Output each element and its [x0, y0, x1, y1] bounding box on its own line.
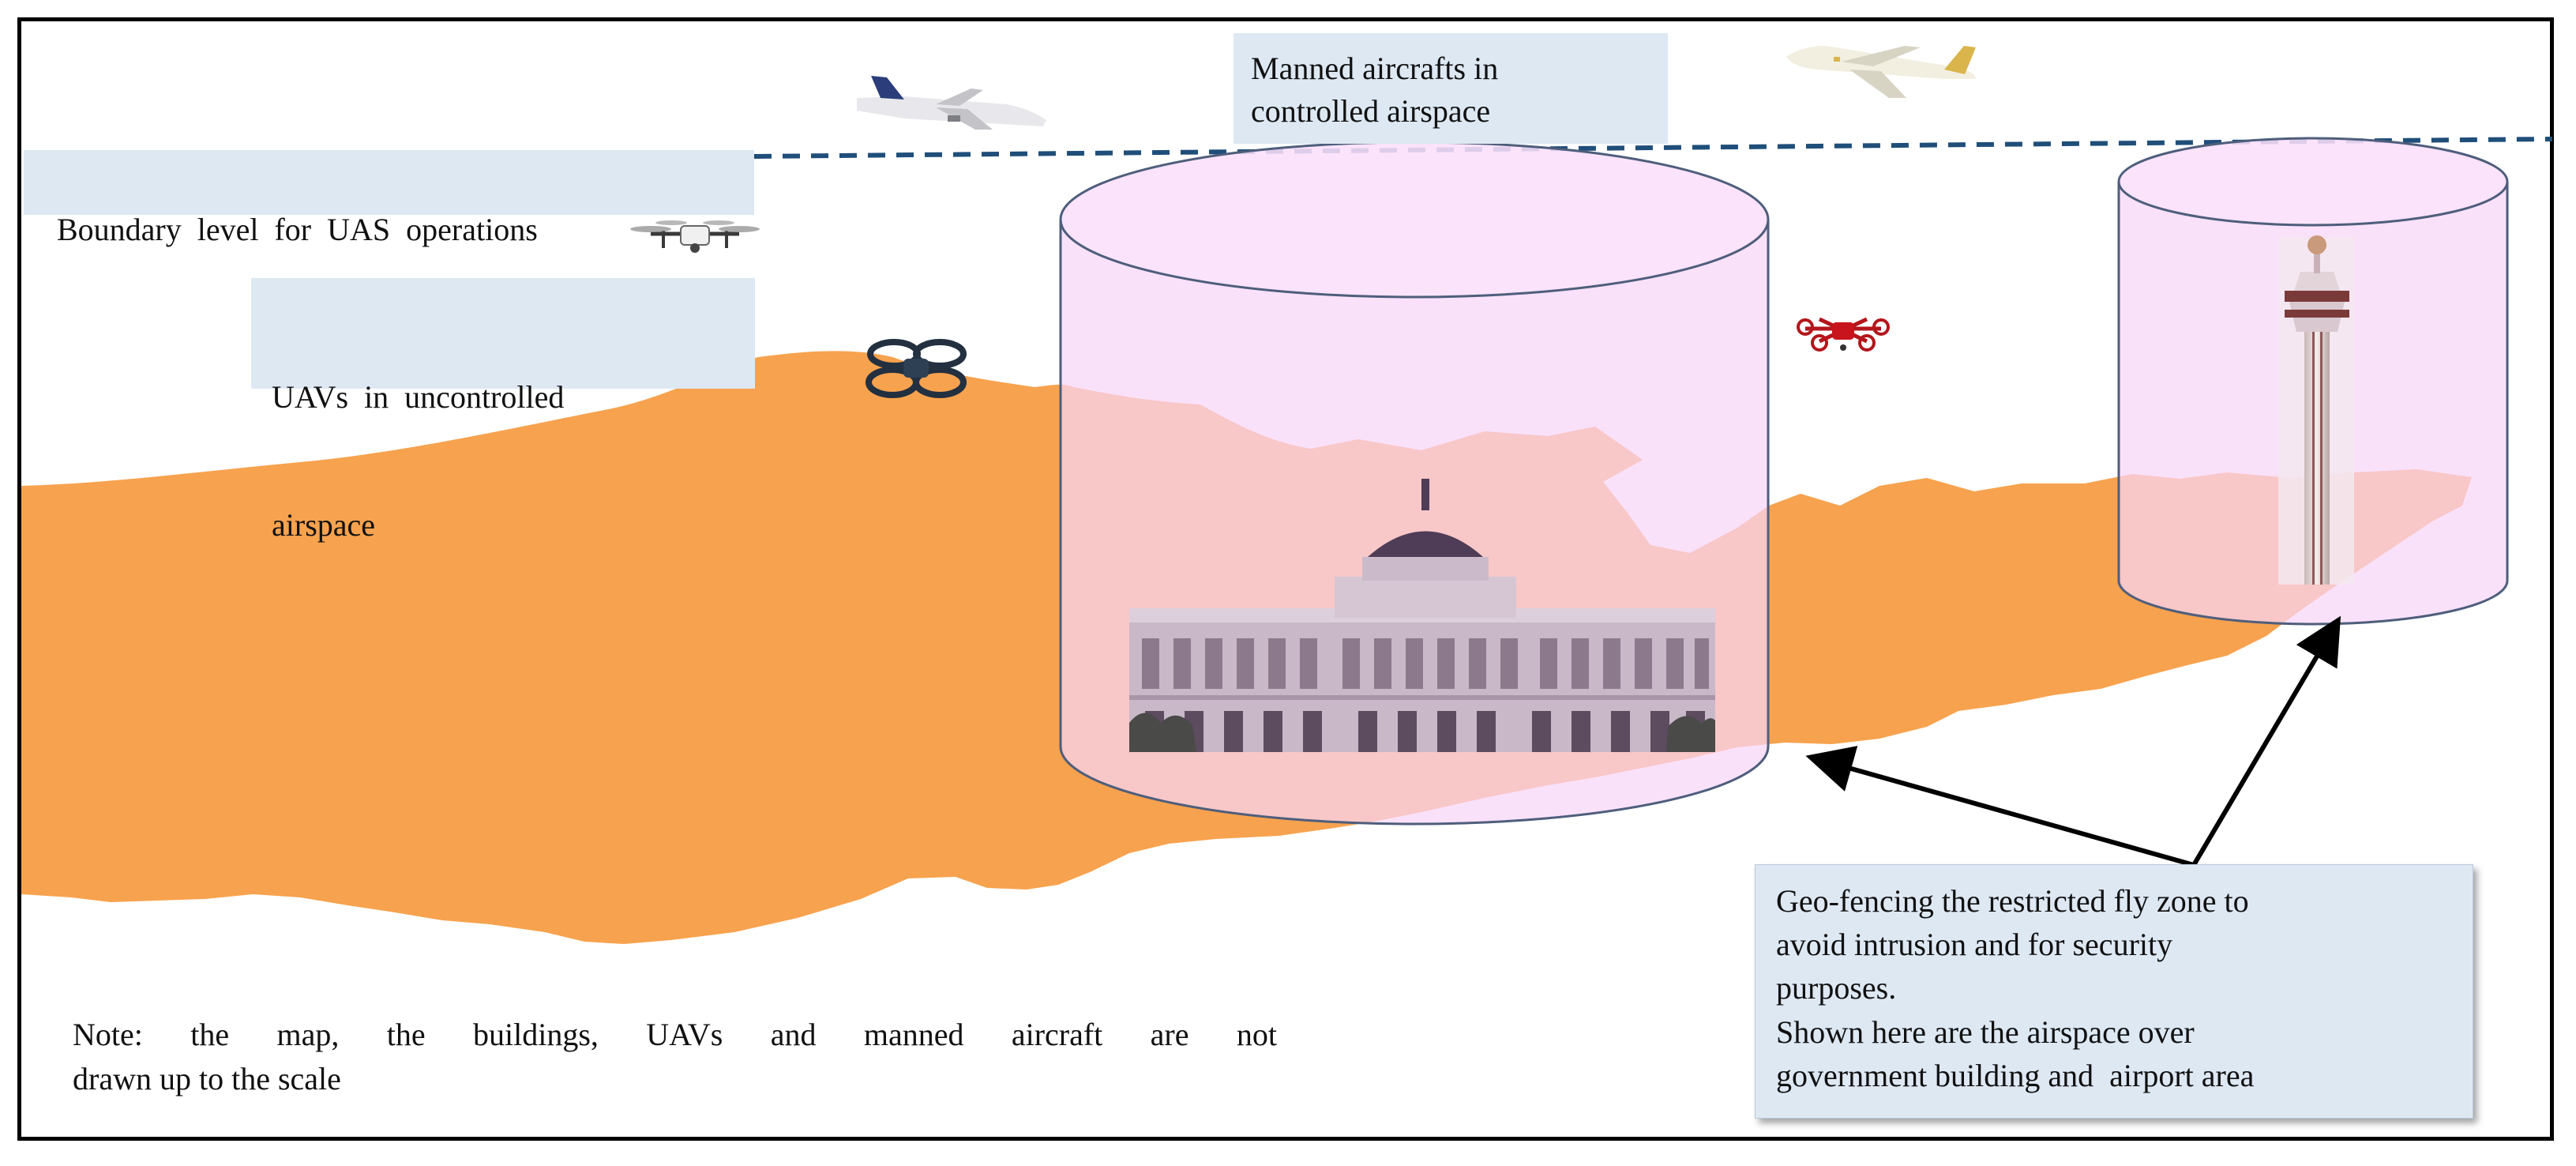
scale-note: Note: the map, the buildings, UAVs and m… — [73, 1013, 1277, 1101]
manned-label-line-2: controlled airspace — [1251, 93, 1491, 129]
geofence-line-3: purposes. — [1776, 970, 1897, 1006]
government-building-icon — [1129, 479, 1715, 752]
airplane-icon — [1786, 46, 1976, 98]
uavs-label-line-1: UAVs in uncontrolled — [272, 379, 565, 415]
uavs-label: UAVs in uncontrolled airspace — [251, 278, 755, 543]
control-tower-icon — [2278, 235, 2354, 585]
boundary-label: Boundary level for UAS operations — [24, 150, 754, 247]
geofence-line-5: government building and airport area — [1776, 1057, 2255, 1093]
manned-aircraft-label: Manned aircrafts in controlled airspace — [1234, 33, 1668, 144]
geofence-line-1: Geo-fencing the restricted fly zone to — [1776, 883, 2249, 919]
geofence-line-4: Shown here are the airspace over — [1776, 1014, 2195, 1050]
quadcopter-drone-icon — [630, 220, 760, 253]
note-line-1: Note: the map, the buildings, UAVs and m… — [73, 1017, 1277, 1052]
quadcopter-drone-icon — [866, 339, 967, 398]
arrow-to-government-zone — [1805, 746, 2195, 867]
boundary-label-text: Boundary level for UAS operations — [57, 212, 538, 247]
quadcopter-drone-icon — [1797, 317, 1890, 352]
uas-boundary-line — [753, 137, 2553, 159]
manned-label-line-1: Manned aircrafts in — [1251, 51, 1499, 86]
uavs-label-line-2: airspace — [272, 507, 376, 543]
airplane-icon — [857, 76, 1046, 130]
arrow-to-airport-zone — [2191, 615, 2341, 867]
geofence-line-2: avoid intrusion and for security — [1776, 927, 2173, 963]
geofence-label: Geo-fencing the restricted fly zone to a… — [1755, 864, 2473, 1119]
note-line-2: drawn up to the scale — [73, 1061, 341, 1096]
